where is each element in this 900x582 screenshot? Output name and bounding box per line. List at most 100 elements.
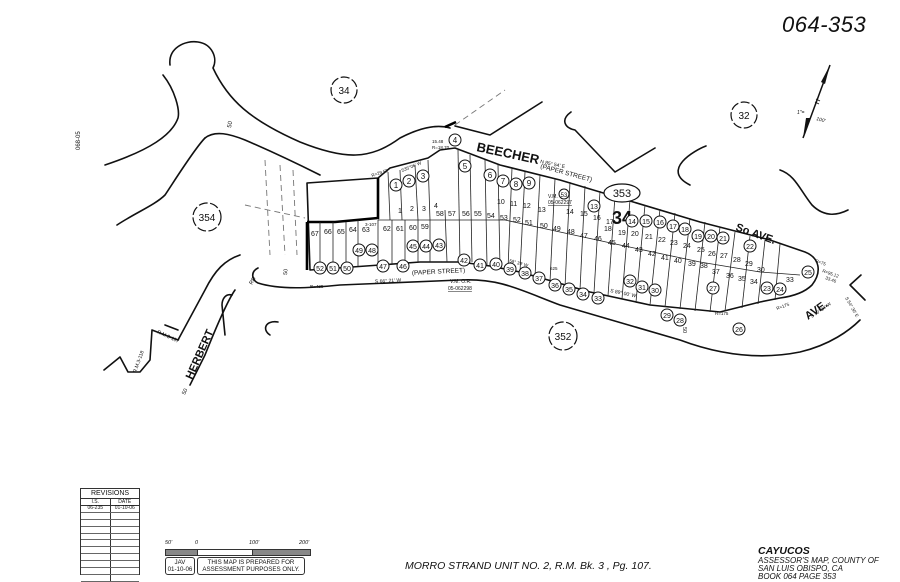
parcel-37[interactable]: 37: [532, 271, 546, 285]
svg-text:16: 16: [656, 220, 664, 227]
parcel-9[interactable]: 9: [522, 176, 536, 190]
page-ref-34[interactable]: 34: [330, 76, 358, 104]
svg-text:20: 20: [707, 234, 715, 241]
parcel-2[interactable]: 2: [402, 174, 416, 188]
svg-text:27: 27: [720, 253, 728, 260]
svg-text:63: 63: [362, 227, 370, 234]
svg-text:52: 52: [513, 217, 521, 224]
parcel-27[interactable]: 27: [706, 281, 720, 295]
parcel-53[interactable]: 53: [558, 188, 570, 200]
title-line: ASSESSOR'S MAP, COUNTY OF: [758, 556, 879, 565]
svg-text:11: 11: [510, 201, 517, 208]
parcel-24[interactable]: 24: [773, 282, 787, 296]
parcel-23[interactable]: 23: [760, 281, 774, 295]
svg-text:46: 46: [594, 236, 602, 243]
svg-text:62: 62: [383, 226, 391, 233]
svg-text:15: 15: [580, 211, 588, 218]
svg-text:1: 1: [394, 181, 399, 190]
parcel-45[interactable]: 45: [406, 239, 420, 253]
revisions-col-is: I.S.: [81, 499, 111, 505]
parcel-38[interactable]: 38: [518, 266, 532, 280]
parcel-42[interactable]: 42: [457, 253, 471, 267]
place-name: CAYUCOS: [758, 545, 810, 557]
parcel-40[interactable]: 40: [489, 257, 503, 271]
svg-text:51: 51: [525, 220, 533, 227]
upper-left-road: [104, 40, 451, 226]
svg-text:58: 58: [436, 211, 444, 218]
parcel-46[interactable]: 46: [396, 259, 410, 273]
parcel-39[interactable]: 39: [503, 262, 517, 276]
page-ref-352[interactable]: 352: [548, 321, 578, 351]
parcel-52[interactable]: 52: [313, 261, 327, 275]
parcel-48[interactable]: 48: [365, 243, 379, 257]
parcel-17[interactable]: 17: [666, 219, 680, 233]
parcel-4[interactable]: 4: [448, 133, 462, 147]
svg-text:54: 54: [487, 213, 495, 220]
svg-text:38: 38: [700, 263, 708, 270]
parcel-20[interactable]: 20: [704, 229, 718, 243]
parcel-50[interactable]: 50: [340, 261, 354, 275]
parcel-51[interactable]: 51: [326, 261, 340, 275]
vm-or-lower: V.M. O.R.: [450, 279, 472, 285]
street-herbert: HERBERT: [184, 328, 217, 382]
svg-text:57: 57: [448, 211, 456, 218]
circled-parcels-lower[interactable]: 52 51 50 49 48 47 46 45 44 43 42 41 40 3…: [313, 238, 787, 336]
parcel-1[interactable]: 1: [389, 178, 403, 192]
parcel-7[interactable]: 7: [496, 174, 510, 188]
svg-text:38: 38: [521, 271, 529, 278]
svg-text:30: 30: [757, 267, 765, 274]
vm-or-upper-number: 05-062297: [548, 200, 572, 206]
parcel-25[interactable]: 25: [801, 265, 815, 279]
parcel-31[interactable]: 31: [635, 280, 649, 294]
parcel-33[interactable]: 33: [591, 291, 605, 305]
parcel-6[interactable]: 6: [483, 168, 497, 182]
parcel-47[interactable]: 47: [376, 259, 390, 273]
adjacent-page-markers[interactable]: 34 32 354 353 352: [192, 76, 758, 351]
page-ref-354[interactable]: 354: [192, 202, 222, 232]
revision-row-empty: [81, 547, 139, 555]
svg-text:51: 51: [329, 266, 337, 273]
parcel-41[interactable]: 41: [473, 258, 487, 272]
svg-text:33: 33: [786, 277, 794, 284]
radius-175-b: R=175: [776, 301, 791, 310]
parcel-29[interactable]: 29: [660, 308, 674, 322]
parcel-19[interactable]: 19: [691, 229, 705, 243]
parcel-32[interactable]: 32: [623, 274, 637, 288]
svg-text:53: 53: [500, 215, 508, 222]
svg-text:8: 8: [514, 180, 519, 189]
parcel-43[interactable]: 43: [432, 238, 446, 252]
parcel-13[interactable]: 13: [587, 199, 601, 213]
revision-is: 06-235: [81, 505, 111, 512]
title-line: SAN LUIS OBISPO, CA: [758, 564, 843, 573]
svg-text:100': 100': [815, 116, 827, 124]
parcel-35[interactable]: 35: [562, 282, 576, 296]
svg-text:28: 28: [733, 257, 741, 264]
page-ref-353[interactable]: 353: [603, 183, 641, 203]
parcel-28[interactable]: 28: [673, 313, 687, 327]
parcel-36[interactable]: 36: [548, 278, 562, 292]
parcel-15[interactable]: 15: [639, 214, 653, 228]
parcel-21[interactable]: 21: [716, 231, 730, 245]
dist-3346: 33.46: [825, 275, 838, 284]
parcel-34[interactable]: 34: [576, 287, 590, 301]
parcel-14[interactable]: 14: [625, 214, 639, 228]
parcel-30[interactable]: 30: [648, 283, 662, 297]
svg-text:32: 32: [626, 279, 634, 286]
parcel-16[interactable]: 16: [653, 215, 667, 229]
svg-text:52: 52: [316, 266, 324, 273]
svg-text:23: 23: [763, 286, 771, 293]
parcel-3[interactable]: 3: [416, 169, 430, 183]
parcel-49[interactable]: 49: [352, 243, 366, 257]
svg-text:44: 44: [422, 244, 430, 251]
svg-text:354: 354: [199, 213, 216, 224]
page-ref-32[interactable]: 32: [730, 101, 758, 129]
circled-parcels-upper[interactable]: 1 2 3 4 5 6 7 8 9 13 14 15 16 17 18 19 2…: [389, 133, 815, 279]
parcel-18[interactable]: 18: [678, 222, 692, 236]
parcel-26[interactable]: 26: [732, 322, 746, 336]
parcel-22[interactable]: 22: [743, 239, 757, 253]
svg-text:6: 6: [488, 171, 493, 180]
parcel-8[interactable]: 8: [509, 177, 523, 191]
parcel-5[interactable]: 5: [458, 159, 472, 173]
svg-text:67: 67: [311, 231, 319, 238]
parcel-44[interactable]: 44: [419, 239, 433, 253]
